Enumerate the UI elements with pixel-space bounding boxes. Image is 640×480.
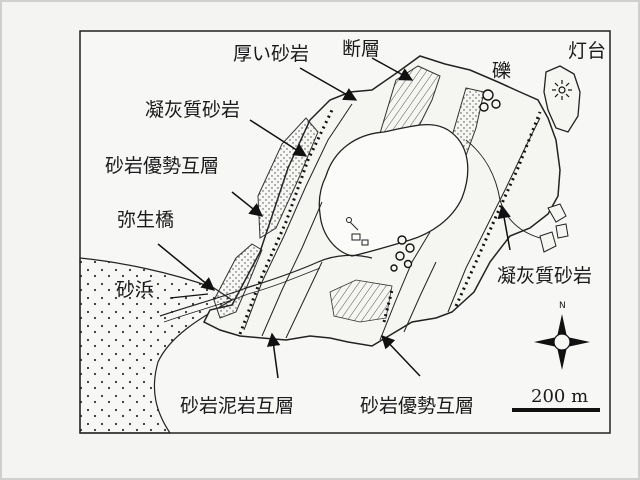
label-yayoi-bridge: 弥生橋 <box>117 209 174 231</box>
leader-yayoi <box>157 243 216 291</box>
label-lighthouse: 灯台 <box>568 40 606 62</box>
leader-tuff-upper <box>249 119 308 157</box>
label-tuffaceous-sandstone-upper: 凝灰質砂岩 <box>145 99 240 121</box>
offshore-rocks <box>539 203 569 253</box>
lighthouse-icon <box>552 80 572 100</box>
label-sandstone-mudstone-alternation: 砂岩泥岩互層 <box>180 395 294 417</box>
leader-tuff-right <box>497 204 511 251</box>
strike-lines <box>243 103 541 341</box>
leader-sandstone-dom-lower <box>381 335 421 377</box>
gravel-symbols <box>390 89 501 272</box>
leader-sandy-beach <box>169 293 209 299</box>
label-sandstone-dominant-alternation-upper: 砂岩優勢互層 <box>105 155 219 177</box>
leader-thick-sandstone <box>299 67 358 101</box>
scale-bar-label: 200 m <box>531 386 588 407</box>
sandstone-dominant-band-left <box>213 243 263 319</box>
sandy-beach-area <box>79 257 234 434</box>
leader-fault <box>371 57 414 81</box>
compass-rose: N <box>534 301 590 370</box>
label-sandstone-dominant-alternation-lower: 砂岩優勢互層 <box>360 395 474 417</box>
leader-sandstone-dom-upper <box>231 191 264 217</box>
label-leaders <box>157 57 511 379</box>
leader-sandstone-mud <box>266 332 281 379</box>
sandstone-dominant-band-lower <box>329 279 393 323</box>
label-thick-sandstone: 厚い砂岩 <box>233 43 309 65</box>
trail-inner <box>163 267 321 323</box>
trail-right <box>465 139 541 239</box>
label-sandy-beach: 砂浜 <box>116 279 154 301</box>
label-fault: 断層 <box>342 38 380 60</box>
compass-north-label: N <box>559 301 566 311</box>
label-gravel: 礫 <box>492 60 511 82</box>
central-basin <box>318 124 469 257</box>
building-symbols <box>346 217 369 246</box>
label-tuffaceous-sandstone-right: 凝灰質砂岩 <box>497 265 592 287</box>
scale-bar: 200 m <box>512 386 600 412</box>
trail <box>159 254 373 317</box>
